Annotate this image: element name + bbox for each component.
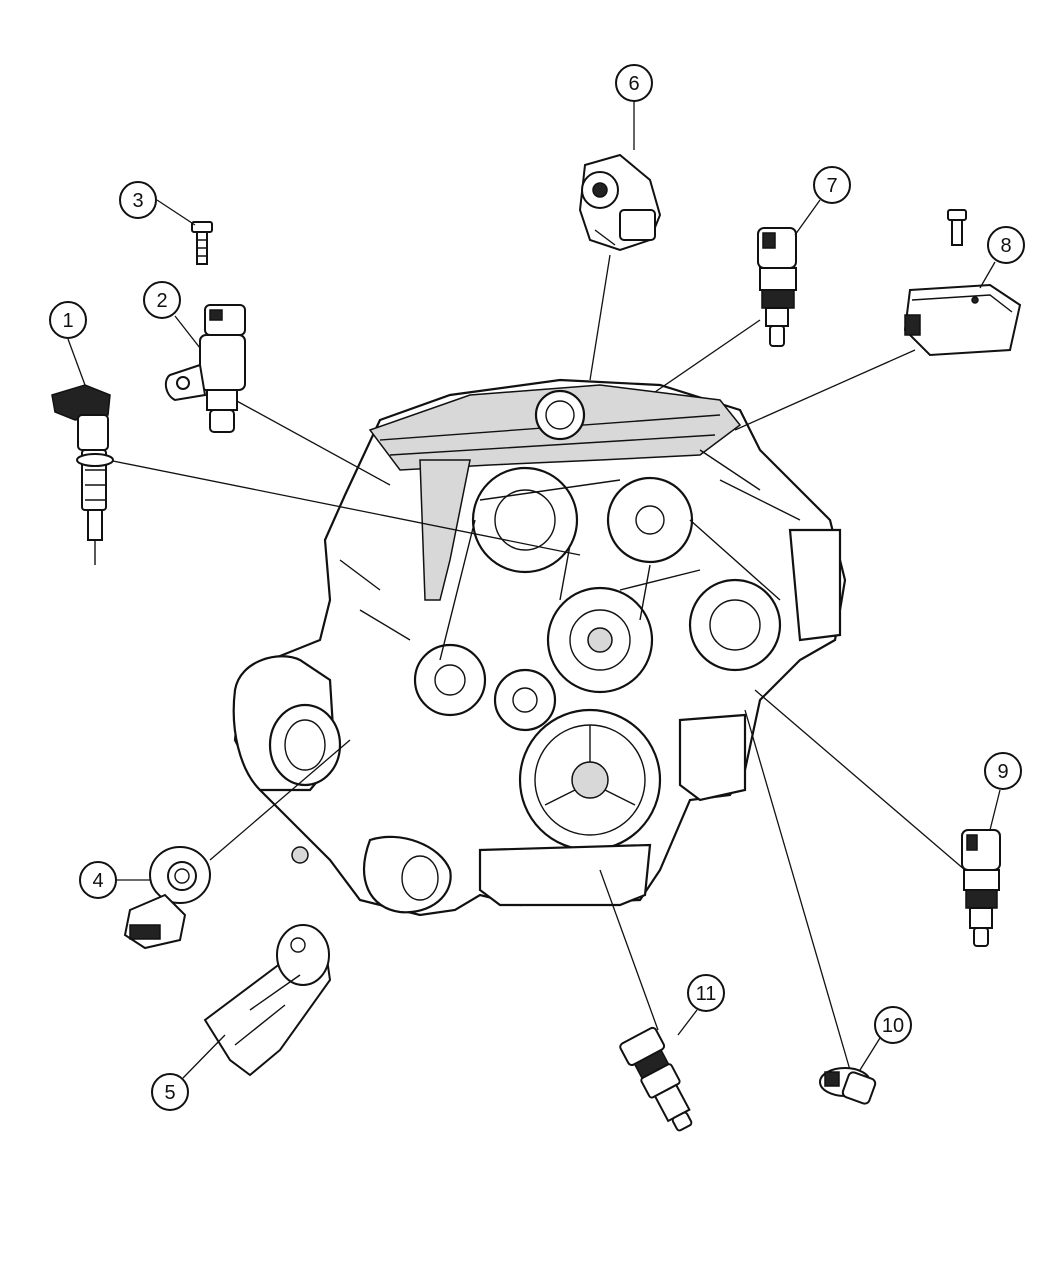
callout-3: 3 [119, 181, 196, 226]
callout-label-6: 6 [628, 73, 639, 95]
leader-2 [234, 399, 391, 486]
map-sensor-part [903, 283, 1022, 357]
callout-7: 7 [794, 166, 851, 236]
leader-lines [107, 254, 966, 1071]
callout-label-7: 7 [826, 175, 837, 197]
callout-label-2: 2 [156, 290, 167, 312]
callout-4: 4 [79, 861, 150, 899]
callout-8: 8 [979, 226, 1025, 289]
callout-label-11: 11 [696, 983, 717, 1005]
callout-label-3: 3 [132, 190, 143, 212]
oil-pressure-sensor-part [619, 1026, 693, 1132]
oil-pressure-switch-part [819, 1067, 877, 1105]
callout-label-1: 1 [62, 310, 73, 332]
callout-label-10: 10 [882, 1015, 904, 1037]
callout-10: 10 [859, 1006, 912, 1071]
bolt-part [191, 221, 213, 265]
callout-6: 6 [615, 64, 653, 150]
leader-1 [107, 459, 581, 556]
knock-shield-part [203, 924, 332, 1077]
callout-2: 2 [143, 281, 201, 349]
knock-sensor-part [123, 846, 211, 950]
camshaft-sensor-part [164, 304, 246, 433]
callout-9: 9 [984, 752, 1022, 831]
leader-11 [599, 869, 659, 1031]
leader-6 [589, 254, 611, 381]
throttle-sensor-part [578, 153, 662, 252]
temperature-sensor-part [757, 227, 797, 347]
callout-label-5: 5 [164, 1082, 175, 1104]
callout-1: 1 [49, 301, 87, 386]
callout-5: 5 [151, 1034, 226, 1111]
coolant-sensor-part [961, 829, 1001, 947]
leader-4 [209, 739, 351, 861]
callout-label-4: 4 [92, 870, 103, 892]
bolt-part-2 [947, 209, 967, 246]
leader-9 [754, 689, 966, 871]
callout-label-9: 9 [997, 761, 1008, 783]
leader-7 [654, 319, 761, 393]
ignition-coil-part [51, 384, 114, 565]
leader-8 [734, 349, 916, 431]
callout-label-8: 8 [1000, 235, 1011, 257]
callout-11: 11 [677, 974, 725, 1036]
leader-10 [744, 709, 851, 1071]
engine-assembly [232, 378, 847, 917]
